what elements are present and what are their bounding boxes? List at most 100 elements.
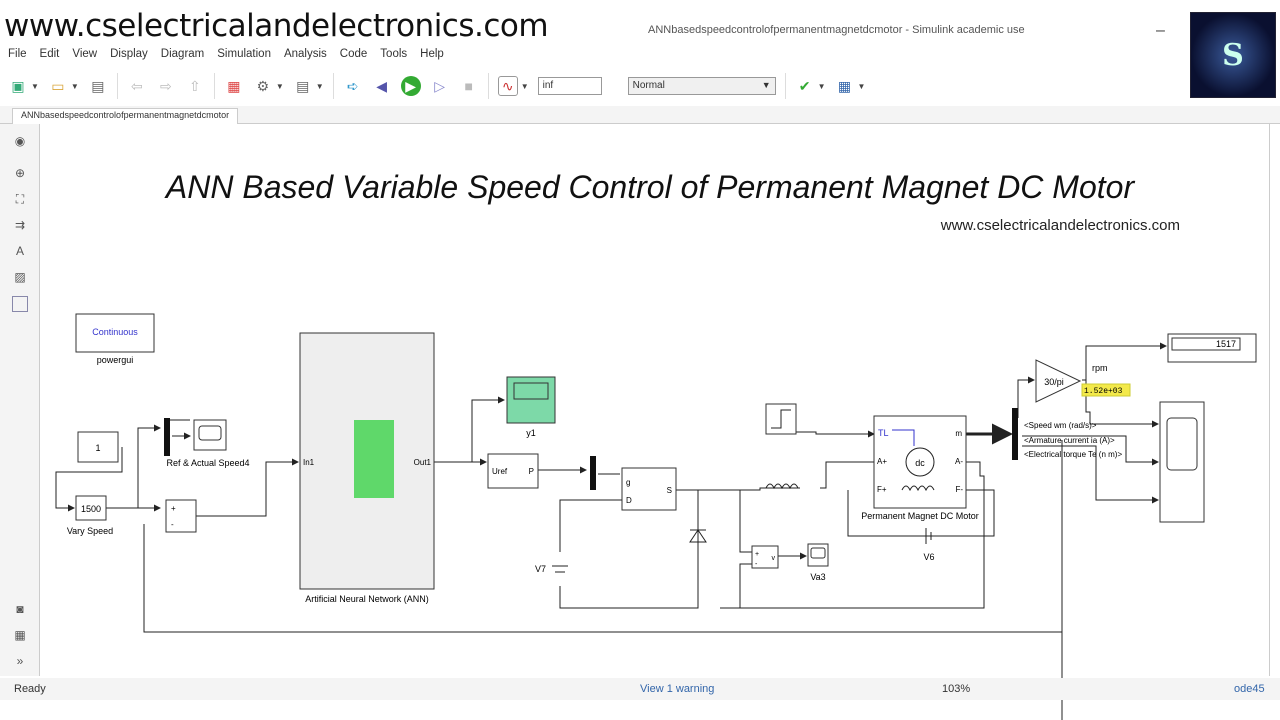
scope-va3[interactable]: Va3 bbox=[807, 543, 829, 582]
chevron-down-icon[interactable]: ▼ bbox=[70, 81, 79, 91]
model-explorer-icon[interactable]: ▤ bbox=[296, 77, 310, 94]
menu-edit[interactable]: Edit bbox=[39, 48, 60, 60]
menu-simulation[interactable]: Simulation bbox=[217, 48, 271, 60]
simulation-mode-select[interactable]: Normal▼ bbox=[627, 77, 776, 95]
solver-link[interactable]: ode45 bbox=[1234, 683, 1265, 695]
chevron-down-icon[interactable]: ▼ bbox=[315, 81, 324, 91]
menu-view[interactable]: View bbox=[72, 48, 98, 60]
menu-code[interactable]: Code bbox=[339, 48, 368, 60]
open-folder-icon[interactable]: ▭ bbox=[51, 77, 65, 94]
motor-a-minus: A- bbox=[955, 457, 963, 466]
status-text: Ready bbox=[14, 683, 46, 695]
scope-ref-actual-speed[interactable]: Ref & Actual Speed4 bbox=[166, 419, 250, 468]
palette: ◉ ⊕ ⛶ ⇉ A ▨ ◙ ▦ » bbox=[0, 124, 40, 676]
constant-value: 1 bbox=[95, 443, 100, 453]
sum-block[interactable]: + - bbox=[165, 499, 197, 533]
save-icon[interactable]: ▤ bbox=[91, 77, 105, 94]
toolbar: ▣▼ ▭▼ ▤ ⇦ ⇨ ⇧ ▦ ⚙▼ ▤▼ ➪ ◀ ▶ ▷ ■ ∿▼ inf N… bbox=[8, 70, 865, 102]
signal-speed: <Speed wm (rad/s)> bbox=[1024, 421, 1097, 430]
menu-display[interactable]: Display bbox=[110, 48, 148, 60]
motor-tl: TL bbox=[878, 428, 889, 438]
annotation-icon[interactable]: A bbox=[15, 244, 24, 258]
zoom-icon[interactable]: ⊕ bbox=[14, 166, 26, 180]
up-icon[interactable]: ⇧ bbox=[188, 77, 201, 94]
mosfet-block[interactable]: g D S bbox=[621, 467, 677, 511]
dc-source-v6[interactable]: V6 bbox=[923, 528, 935, 562]
powergui-block[interactable]: Continuous powergui bbox=[75, 313, 155, 365]
pwm-in: Uref bbox=[492, 467, 508, 476]
model-advisor-icon[interactable]: ✔ bbox=[798, 77, 811, 94]
run-icon[interactable]: ▶ bbox=[400, 76, 421, 96]
model-canvas[interactable] bbox=[40, 124, 1270, 676]
v7-label: V7 bbox=[535, 564, 546, 574]
forward-icon[interactable]: ⇨ bbox=[159, 77, 172, 94]
powergui-mode: Continuous bbox=[92, 327, 138, 337]
build-icon[interactable]: ▦ bbox=[837, 77, 852, 94]
data-inspector-icon[interactable]: ∿ bbox=[497, 76, 518, 96]
menu-analysis[interactable]: Analysis bbox=[283, 48, 327, 60]
probe-value: 1.52e+03 bbox=[1084, 387, 1123, 396]
dc-source-v7[interactable]: V7 bbox=[535, 564, 568, 574]
ann-subsystem[interactable]: In1 Out1 Artificial Neural Network (ANN) bbox=[299, 332, 435, 604]
demux-block[interactable] bbox=[590, 456, 596, 490]
expand-icon[interactable]: » bbox=[16, 654, 24, 668]
warning-link[interactable]: View 1 warning bbox=[640, 683, 715, 695]
tab-bar: ANNbasedspeedcontrolofpermanentmagnetdcm… bbox=[0, 106, 1280, 124]
image-icon[interactable]: ▨ bbox=[14, 270, 26, 284]
chevron-down-icon[interactable]: ▼ bbox=[817, 81, 826, 91]
menu-bar: File Edit View Display Diagram Simulatio… bbox=[8, 48, 444, 64]
chevron-down-icon[interactable]: ▼ bbox=[857, 81, 866, 91]
bus-selector-block[interactable] bbox=[1012, 408, 1018, 460]
diode-block[interactable] bbox=[689, 529, 707, 543]
model-info-icon[interactable]: ▦ bbox=[14, 628, 26, 642]
display-block[interactable]: 1517 bbox=[1167, 333, 1257, 363]
powergui-label: powergui bbox=[97, 355, 134, 365]
pmdc-motor-block[interactable]: TL m A+ A- F+ F- dc Permanent Magnet DC … bbox=[861, 415, 979, 521]
mosfet-d: D bbox=[626, 496, 632, 505]
watermark: www.cselectricalandelectronics.com bbox=[4, 8, 549, 44]
minimize-button[interactable]: – bbox=[1156, 22, 1165, 39]
stop-icon[interactable]: ■ bbox=[464, 78, 473, 94]
new-model-icon[interactable]: ▣ bbox=[11, 77, 25, 94]
menu-diagram[interactable]: Diagram bbox=[160, 48, 205, 60]
mux-block[interactable] bbox=[164, 418, 170, 456]
motor-label: Permanent Magnet DC Motor bbox=[861, 511, 979, 521]
stop-time-input[interactable]: inf bbox=[537, 77, 602, 95]
back-icon[interactable]: ⇦ bbox=[130, 77, 143, 94]
route-lines-icon[interactable]: ⇉ bbox=[14, 218, 26, 232]
vary-speed-block[interactable]: 1500 Vary Speed bbox=[67, 495, 113, 536]
constant-1-block[interactable]: 1 bbox=[77, 431, 119, 463]
menu-help[interactable]: Help bbox=[420, 48, 444, 60]
area-icon[interactable] bbox=[12, 296, 28, 312]
menu-tools[interactable]: Tools bbox=[380, 48, 408, 60]
gain-block[interactable]: 30/pi bbox=[1035, 359, 1082, 403]
v6-label: V6 bbox=[923, 552, 934, 562]
ann-out-port: Out1 bbox=[414, 458, 432, 467]
update-diagram-icon[interactable]: ➪ bbox=[346, 77, 359, 94]
gear-icon[interactable]: ⚙ bbox=[256, 77, 270, 94]
hide-browser-icon[interactable]: ◉ bbox=[14, 134, 26, 148]
tab-model[interactable]: ANNbasedspeedcontrolofpermanentmagnetdcm… bbox=[12, 108, 239, 124]
menu-file[interactable]: File bbox=[8, 48, 27, 60]
voltage-measurement-block[interactable]: + - v bbox=[751, 545, 779, 569]
library-browser-icon[interactable]: ▦ bbox=[227, 77, 241, 94]
step-block[interactable] bbox=[765, 403, 797, 435]
chevron-down-icon[interactable]: ▼ bbox=[275, 81, 284, 91]
ann-label: Artificial Neural Network (ANN) bbox=[305, 594, 429, 604]
vmeas-minus: - bbox=[755, 561, 758, 568]
inductor-block[interactable] bbox=[765, 483, 799, 490]
motor-f-minus: F- bbox=[955, 485, 963, 494]
diagram-title: ANN Based Variable Speed Control of Perm… bbox=[164, 169, 1136, 205]
scope-y1[interactable]: y1 bbox=[506, 376, 556, 438]
step-forward-icon[interactable]: ▷ bbox=[434, 77, 446, 94]
scope-motor[interactable] bbox=[1159, 401, 1205, 523]
chevron-down-icon[interactable]: ▼ bbox=[31, 81, 39, 91]
status-bar: Ready View 1 warning 103% ode45 bbox=[0, 678, 1280, 700]
sum-minus: - bbox=[171, 520, 174, 529]
screenshot-icon[interactable]: ◙ bbox=[16, 602, 24, 616]
chevron-down-icon[interactable]: ▼ bbox=[520, 81, 529, 91]
vmeas-out: v bbox=[772, 555, 776, 562]
pwm-generator-block[interactable]: Uref P bbox=[487, 453, 539, 489]
fit-view-icon[interactable]: ⛶ bbox=[15, 192, 25, 206]
step-back-icon[interactable]: ◀ bbox=[376, 77, 388, 94]
